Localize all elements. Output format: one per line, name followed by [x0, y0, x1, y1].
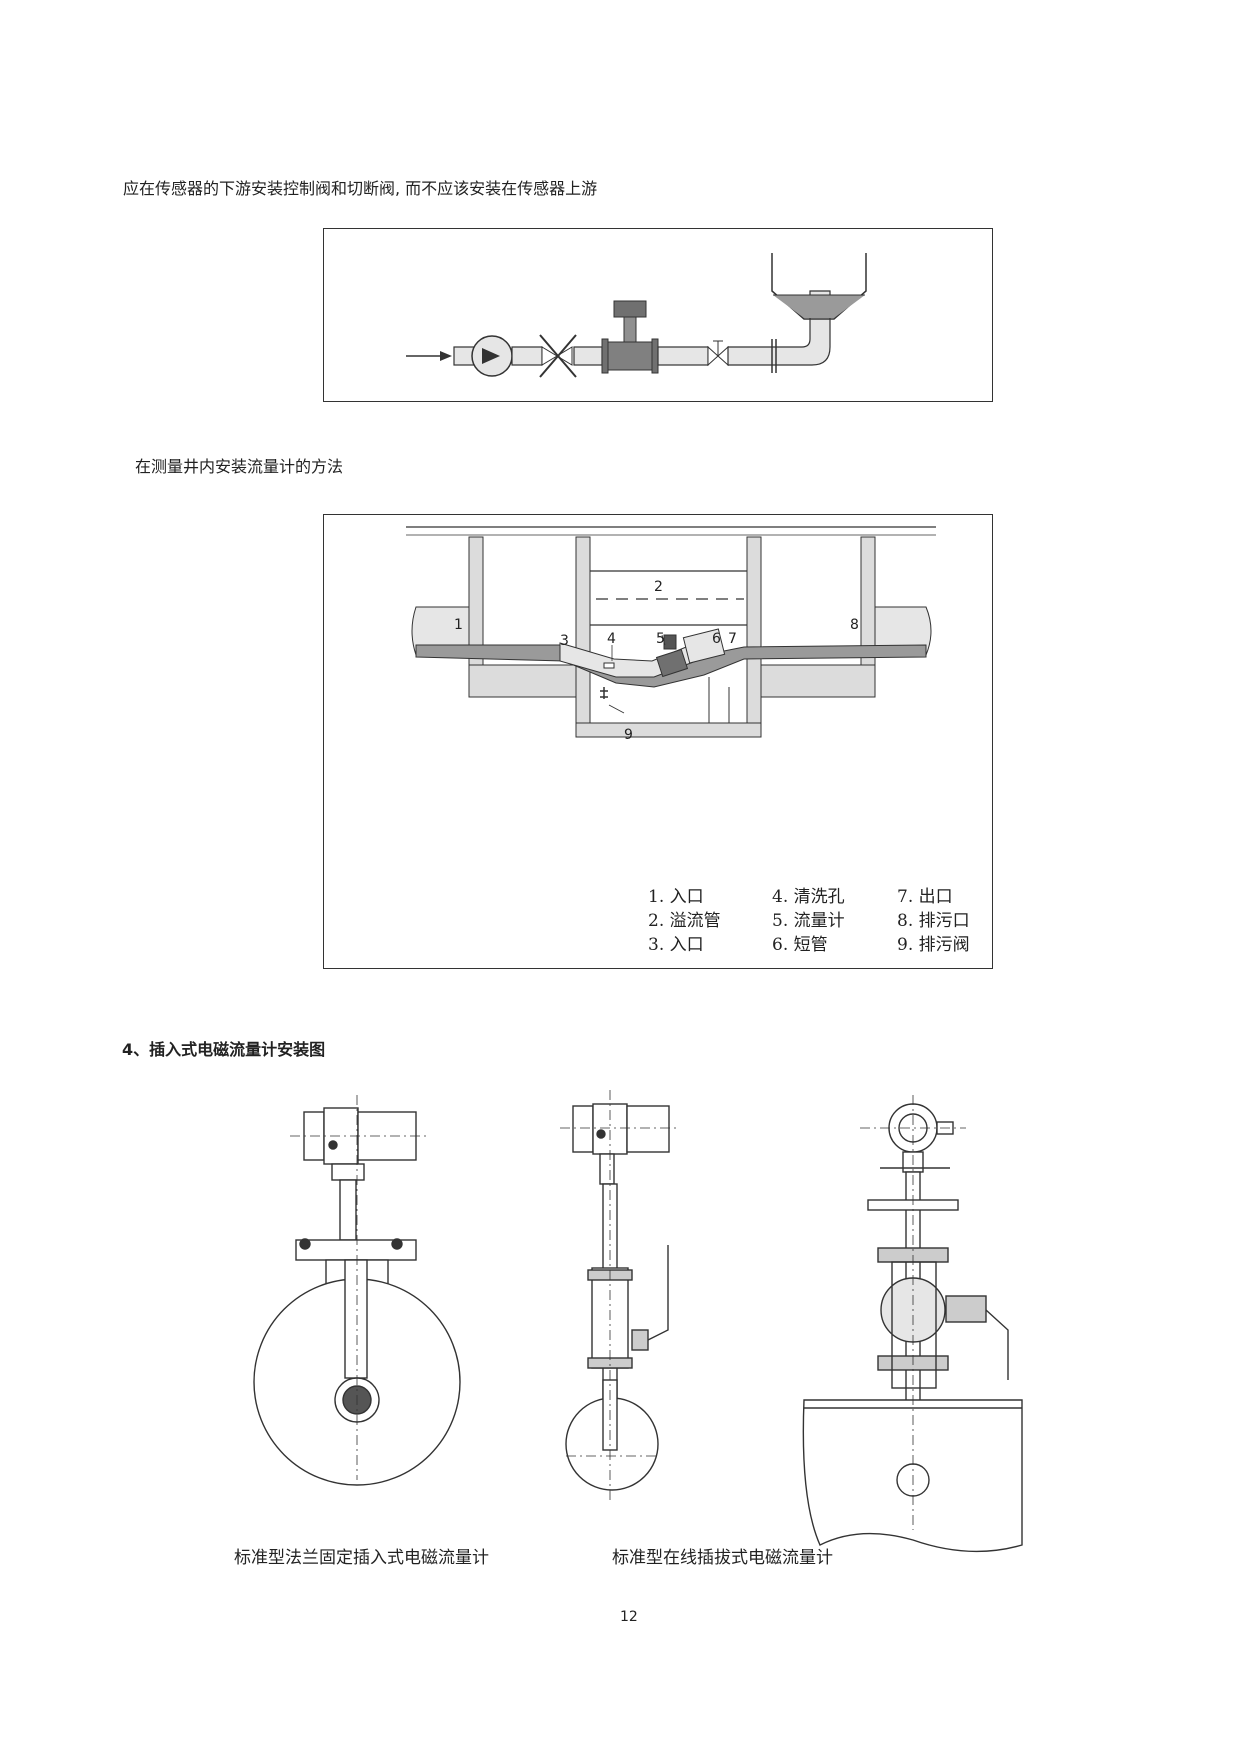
legend-item: 3. 入口 [648, 935, 704, 955]
drawing-online-pullout [560, 1090, 680, 1500]
short-pipe [682, 628, 726, 664]
floor-right [760, 664, 876, 698]
legend-item: 5. 流量计 [772, 911, 845, 931]
well-label-9: 9 [624, 727, 633, 743]
pipe-segment-b [573, 346, 603, 366]
tank [771, 253, 867, 320]
flowmeter-body [607, 341, 653, 371]
well-label-3: 3 [560, 633, 569, 649]
drawing-flange-fixed [253, 1095, 461, 1486]
drawing-tank-mount [802, 1095, 1023, 1553]
floor-left [468, 664, 577, 698]
figure-measuring-well: 1 2 3 4 5 6 7 8 9 [406, 526, 936, 743]
legend-item: 4. 清洗孔 [772, 887, 845, 907]
well-flowmeter-body [655, 648, 689, 678]
legend-item: 8. 排污口 [897, 911, 970, 931]
flowmeter-flange-left [601, 338, 609, 374]
legend-item: 1. 入口 [648, 887, 704, 907]
tank-water [773, 295, 865, 318]
section-heading: 4、插入式电磁流量计安装图 [122, 1040, 326, 1059]
legend-item: 7. 出口 [897, 887, 953, 907]
figure-pump-valve-frame [323, 228, 993, 402]
pipe-segment-a [511, 346, 543, 366]
flowmeter-neck [623, 314, 637, 343]
caption-flange-fixed: 标准型法兰固定插入式电磁流量计 [234, 1548, 489, 1568]
legend-item: 6. 短管 [772, 935, 828, 955]
well-label-6: 6 [712, 631, 721, 647]
legend-item: 2. 溢流管 [648, 911, 721, 931]
well-label-5: 5 [656, 631, 665, 647]
well-label-7: 7 [728, 631, 737, 647]
page-number: 12 [620, 1609, 638, 1625]
flowmeter-head [613, 300, 647, 318]
pipe-segment-c [657, 346, 709, 366]
chamber-floor [575, 722, 762, 738]
instruction-line-valve: 应在传感器的下游安装控制阀和切断阀, 而不应该安装在传感器上游 [123, 179, 598, 198]
caption-online-pullout: 标准型在线插拔式电磁流量计 [612, 1548, 833, 1568]
well-legend: 1. 入口 4. 清洗孔 7. 出口 2. 溢流管 5. 流量计 8. 排污口 … [324, 515, 994, 970]
legend-item: 9. 排污阀 [897, 935, 970, 955]
control-valve [707, 345, 719, 367]
flowmeter-flange-right [651, 338, 659, 374]
figure-measuring-well-frame: 1 2 3 4 5 6 7 8 9 1. 入口 4. 清洗孔 7. 出口 2. … [323, 514, 993, 969]
pump-arrow [482, 348, 500, 364]
well-label-4: 4 [607, 631, 616, 647]
wrong-valve [541, 346, 558, 366]
instruction-line-well: 在测量井内安装流量计的方法 [135, 457, 344, 476]
flow-arrow-head [440, 351, 452, 361]
well-label-8: 8 [850, 617, 859, 633]
well-label-1: 1 [454, 617, 463, 633]
figure-pump-valve [406, 253, 867, 378]
well-label-2: 2 [654, 579, 663, 595]
